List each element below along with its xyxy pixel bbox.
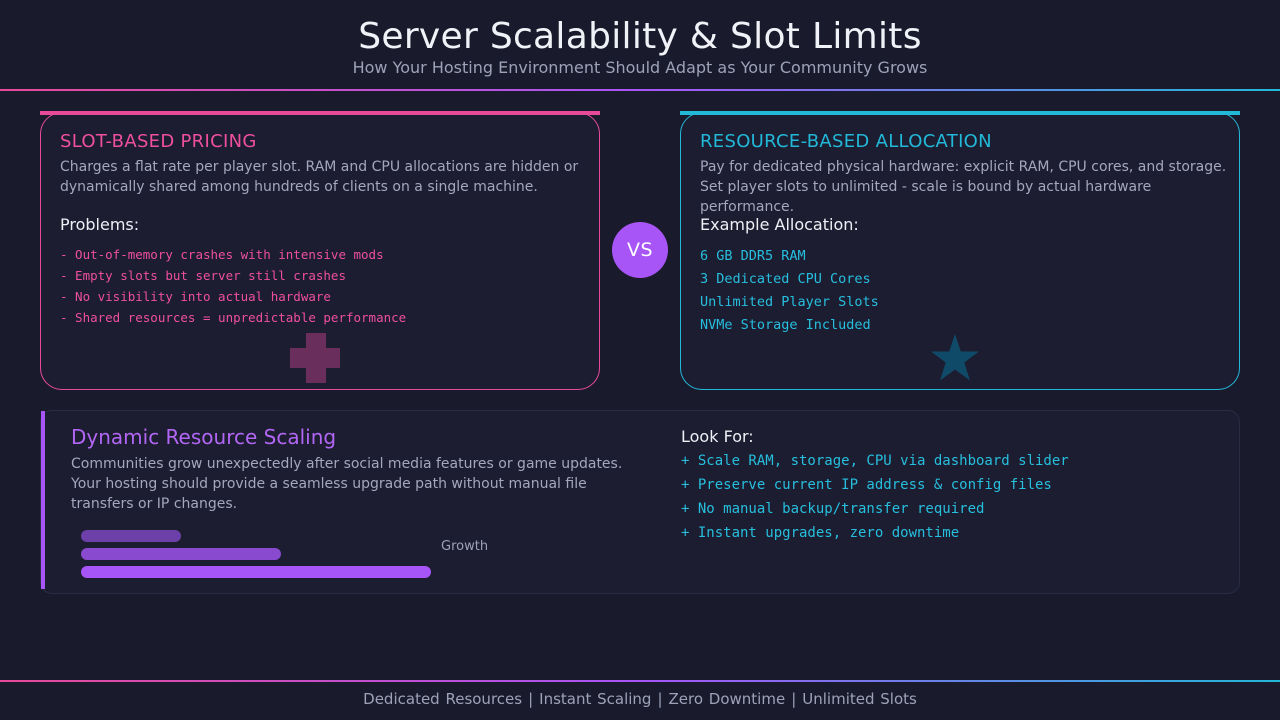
footer-item: Instant Scaling [539,690,652,708]
vs-badge: VS [612,222,668,278]
card-subheading: Example Allocation: [700,215,859,234]
list-item: Unlimited Player Slots [700,294,879,310]
allocation-list: 6 GB DDR5 RAM 3 Dedicated CPU Cores Unli… [700,245,879,337]
footer-separator: | [791,690,797,708]
list-item: - Empty slots but server still crashes [60,268,346,283]
card-title: RESOURCE-BASED ALLOCATION [700,131,992,152]
resource-allocation-card: RESOURCE-BASED ALLOCATION Pay for dedica… [680,111,1240,390]
plus-icon [290,333,342,385]
card-description: Pay for dedicated physical hardware: exp… [700,159,1227,215]
list-item: + Scale RAM, storage, CPU via dashboard … [681,453,1069,469]
list-item: - Shared resources = unpredictable perfo… [60,310,407,325]
growth-bar [81,548,281,560]
footer-item: Dedicated Resources [363,690,523,708]
header: Server Scalability & Slot Limits How You… [0,0,1280,90]
panel-description: Communities grow unexpectedly after soci… [71,456,623,512]
dynamic-scaling-panel: Dynamic Resource Scaling Communities gro… [40,410,1240,594]
star-icon [931,334,979,381]
card-accent-bar [680,111,1240,115]
card-accent-bar [40,111,600,115]
problems-list: - Out-of-memory crashes with intensive m… [60,244,406,328]
list-item: 3 Dedicated CPU Cores [700,271,871,287]
card-description: Charges a flat rate per player slot. RAM… [60,159,579,195]
footer-separator: | [528,690,534,708]
footer-divider [0,680,1280,682]
growth-bar [81,530,181,542]
footer-item: Unlimited Slots [802,690,917,708]
list-item: + Instant upgrades, zero downtime [681,525,960,541]
lookfor-list: + Scale RAM, storage, CPU via dashboard … [681,449,1069,545]
list-item: + No manual backup/transfer required [681,501,985,517]
growth-label: Growth [441,539,489,554]
footer-separator: | [657,690,663,708]
panel-accent-bar [41,411,45,589]
slot-pricing-card: SLOT-BASED PRICING Charges a flat rate p… [40,111,600,390]
panel-title: Dynamic Resource Scaling [71,425,337,449]
footer: Dedicated Resources | Instant Scaling | Zero… [0,690,1280,708]
list-item: NVMe Storage Included [700,317,871,333]
card-title: SLOT-BASED PRICING [60,131,257,152]
card-subheading: Problems: [60,215,140,234]
lookfor-heading: Look For: [681,427,754,446]
growth-bar [81,566,431,578]
header-divider [0,89,1280,91]
list-item: - Out-of-memory crashes with intensive m… [60,247,384,262]
list-item: + Preserve current IP address & config f… [681,477,1052,493]
page-title: Server Scalability & Slot Limits [358,16,922,57]
list-item: - No visibility into actual hardware [60,289,331,304]
list-item: 6 GB DDR5 RAM [700,248,806,264]
page-subtitle: How Your Hosting Environment Should Adap… [352,58,928,77]
footer-item: Zero Downtime [668,690,786,708]
